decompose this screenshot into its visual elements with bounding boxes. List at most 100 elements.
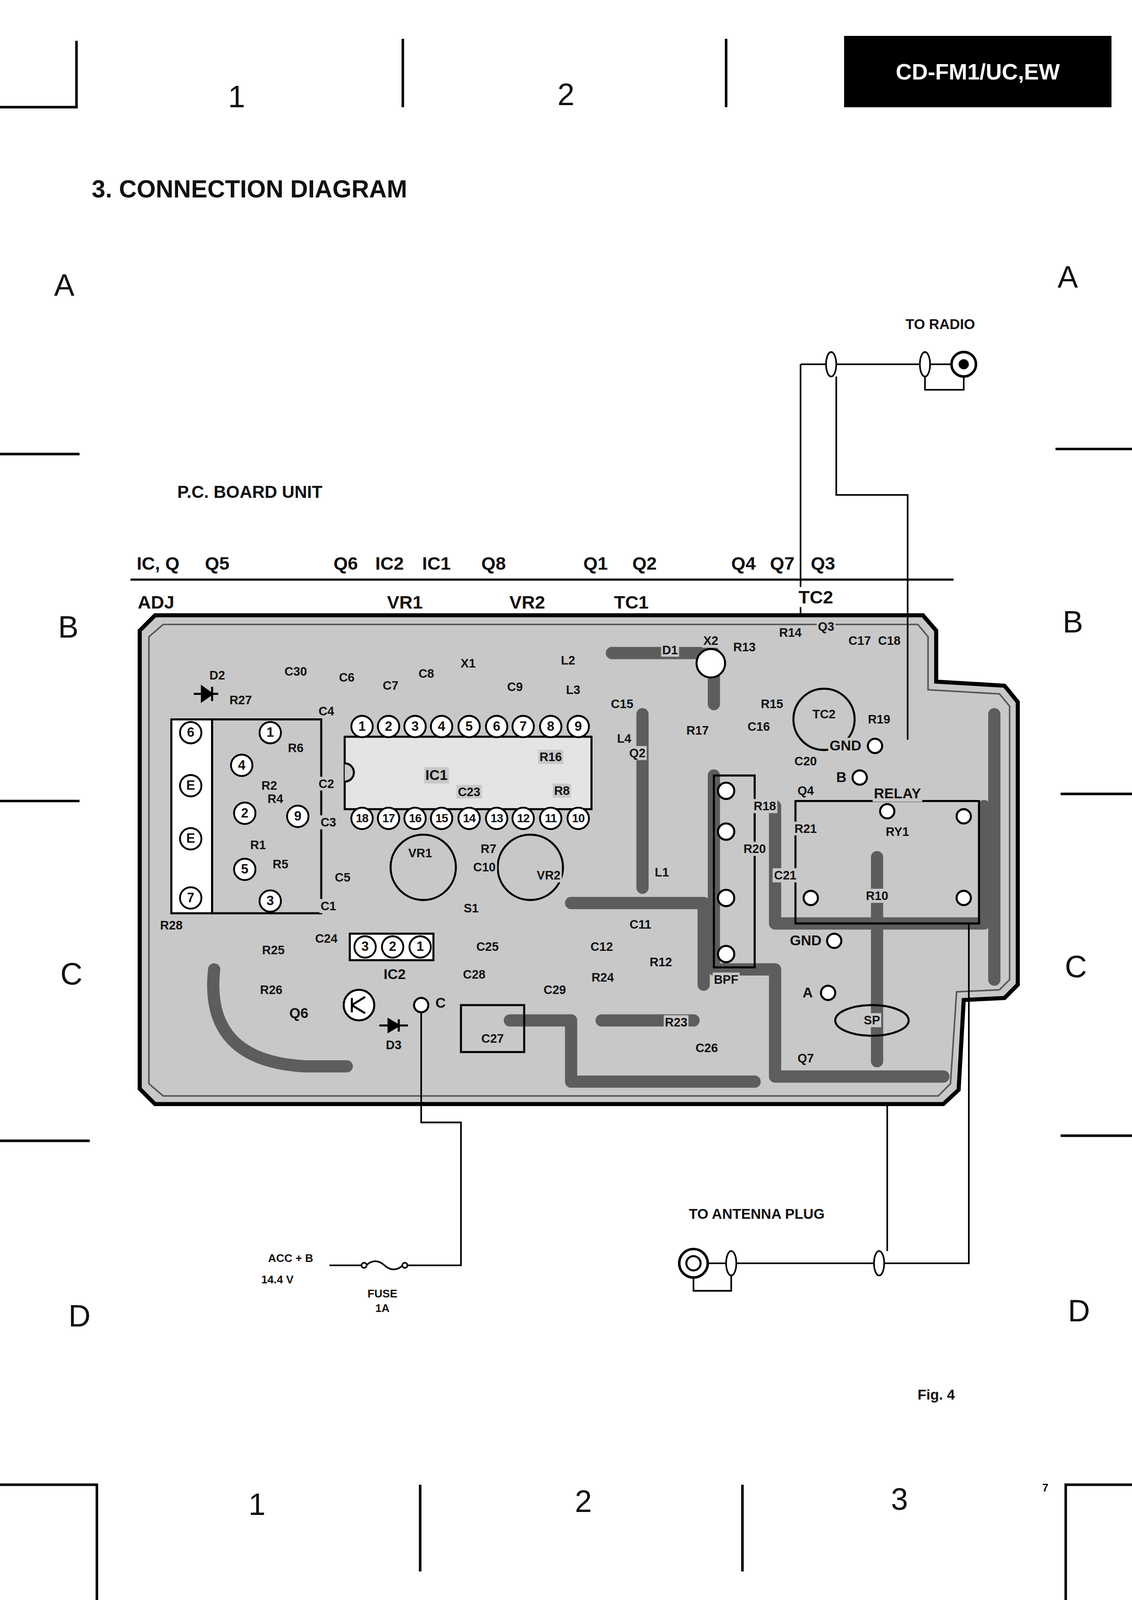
component-label: RELAY — [872, 785, 923, 802]
component-label: C6 — [337, 670, 356, 685]
component-label: C30 — [283, 664, 309, 679]
position-header: IC2 — [374, 552, 406, 573]
pin-number: 12 — [515, 811, 531, 825]
pin-circle — [179, 886, 202, 909]
component-label: Q4 — [796, 783, 816, 798]
pin-number: E — [184, 830, 197, 846]
page-title: 3. CONNECTION DIAGRAM — [91, 174, 408, 203]
component-label: RY1 — [884, 824, 911, 839]
component-label: R13 — [732, 639, 758, 654]
component-label: A — [801, 984, 815, 1001]
component-label: C3 — [319, 815, 338, 830]
pin-number: 9 — [292, 808, 303, 824]
pin-number: 1 — [265, 724, 276, 740]
component-label: X2 — [701, 633, 720, 648]
component-label: BPF — [712, 972, 740, 987]
component-label: SP — [862, 1012, 882, 1027]
note-text: TO RADIO — [904, 316, 977, 332]
pin-circle — [287, 805, 309, 827]
component-label: R8 — [552, 783, 572, 798]
grid-reference: C — [58, 957, 84, 991]
position-header: Q3 — [809, 552, 837, 573]
pin-circle — [378, 715, 400, 737]
position-header: VR1 — [385, 591, 425, 612]
pin-number: 1 — [415, 938, 426, 954]
pin-number: 13 — [489, 811, 505, 825]
position-header: Q6 — [332, 552, 360, 573]
component-label: L4 — [615, 731, 633, 746]
component-label: R18 — [752, 798, 778, 813]
pin-number: 18 — [354, 811, 370, 825]
position-header: VR2 — [507, 591, 547, 612]
pin-circle — [431, 807, 453, 829]
pin-circle — [458, 715, 480, 737]
pin-circle — [512, 715, 534, 737]
component-label: C10 — [472, 859, 498, 874]
position-header: Q5 — [203, 552, 231, 573]
component-label: R19 — [866, 712, 892, 727]
component-label: R7 — [479, 841, 498, 856]
pin-number: 17 — [381, 811, 396, 825]
pin-circle — [512, 807, 534, 829]
pin-circle — [179, 827, 202, 850]
note-text: P.C. BOARD UNIT — [175, 481, 324, 502]
pin-circle — [404, 807, 426, 829]
grid-reference: B — [56, 610, 80, 644]
note-text: FUSE — [366, 1286, 399, 1300]
component-label: R10 — [864, 888, 890, 903]
pin-number: 3 — [360, 938, 370, 954]
position-header: Q1 — [582, 552, 610, 573]
pin-number: 9 — [573, 718, 584, 734]
model-badge: CD-FM1/UC,EW — [844, 35, 1112, 108]
grid-reference: B — [1061, 605, 1085, 639]
pin-number: 8 — [545, 718, 556, 734]
component-label: C4 — [317, 703, 336, 719]
component-label: L1 — [653, 865, 671, 880]
grid-reference: 1 — [247, 1488, 267, 1521]
component-label: R21 — [793, 821, 819, 836]
component-label: C9 — [505, 679, 525, 694]
component-label: C21 — [772, 868, 798, 883]
pin-circle — [351, 807, 373, 829]
position-header: Q4 — [730, 552, 757, 573]
pin-circle — [234, 802, 256, 824]
component-label: R14 — [777, 625, 804, 640]
grid-reference: A — [52, 269, 77, 303]
component-label: C28 — [461, 967, 487, 982]
grid-reference: A — [1056, 261, 1080, 294]
component-label: IC1 — [424, 767, 449, 784]
pin-number: 3 — [265, 893, 276, 909]
component-label: L2 — [559, 652, 577, 667]
position-header: Q7 — [768, 552, 796, 573]
component-label: R15 — [759, 696, 785, 711]
component-label: VR1 — [407, 845, 434, 860]
note-text: ACC + B — [266, 1251, 315, 1264]
grid-reference: D — [67, 1299, 92, 1332]
pin-number: 6 — [491, 718, 502, 734]
component-label: R1 — [249, 837, 268, 852]
pin-circle — [231, 754, 253, 776]
component-label: C25 — [475, 939, 501, 954]
note-text: TO ANTENNA PLUG — [687, 1205, 826, 1222]
pin-circle — [259, 889, 282, 912]
component-label: R6 — [286, 740, 305, 755]
component-label: R17 — [685, 723, 711, 738]
component-label: R23 — [663, 1014, 690, 1030]
pin-number: 4 — [236, 757, 247, 773]
position-header: TC2 — [797, 586, 835, 607]
component-label: C23 — [456, 784, 482, 799]
component-label: C29 — [542, 982, 568, 997]
component-label: C7 — [381, 678, 400, 693]
pin-circle — [179, 774, 202, 797]
pin-circle — [381, 935, 404, 958]
component-label: GND — [828, 737, 863, 754]
component-label: Q7 — [796, 1050, 816, 1065]
grid-reference: C — [1063, 950, 1089, 983]
pin-circle — [486, 715, 508, 737]
pin-number: 1 — [357, 718, 367, 734]
pin-circle — [431, 715, 453, 737]
pin-number: 4 — [436, 718, 447, 734]
pin-circle — [567, 715, 590, 737]
pin-number: 16 — [407, 811, 423, 825]
